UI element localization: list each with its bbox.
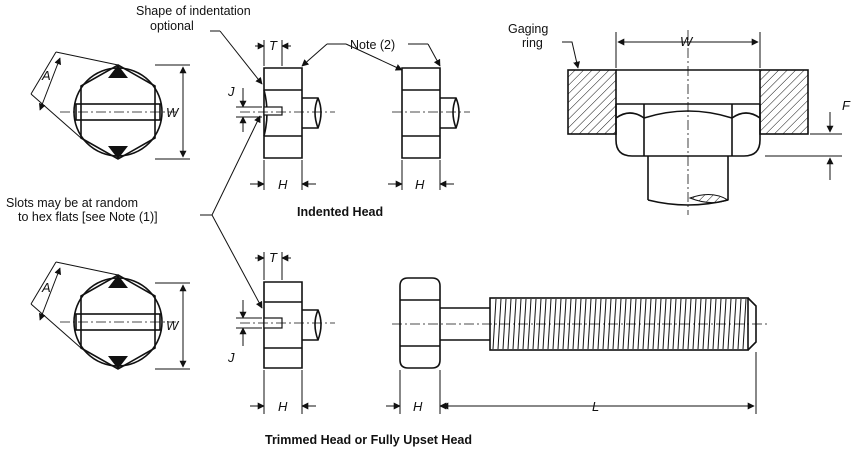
thread-line xyxy=(587,298,592,350)
thread-line xyxy=(497,298,502,350)
dim-H-bottom-2: H xyxy=(413,399,423,414)
thread-line xyxy=(657,298,662,350)
thread-line xyxy=(677,298,682,350)
side-view-indented-slot xyxy=(236,40,335,190)
dim-H-top-2: H xyxy=(415,177,425,192)
dim-F: F xyxy=(842,98,851,113)
hex-end-view-trimmed xyxy=(30,261,190,370)
dim-T-top: T xyxy=(269,38,278,53)
thread-line xyxy=(742,298,747,350)
dim-J-top: J xyxy=(227,84,235,99)
thread-line xyxy=(582,298,587,350)
side-view-indented-plain xyxy=(388,67,470,190)
label-ring: ring xyxy=(522,36,543,50)
dim-H-top-1: H xyxy=(278,177,288,192)
label-slots-2: to hex flats [see Note (1)] xyxy=(18,210,158,224)
label-shape-indentation: Shape of indentation xyxy=(136,4,251,18)
thread-line xyxy=(532,298,537,350)
dim-A-bottom: A xyxy=(41,280,51,295)
thread-line xyxy=(712,298,717,350)
dim-J-bottom: J xyxy=(227,350,235,365)
bolt-full-length xyxy=(386,277,768,414)
thread-line xyxy=(492,298,497,350)
side-view-trimmed-slot xyxy=(236,252,335,414)
label-note2: Note (2) xyxy=(350,38,395,52)
dim-A-top: A xyxy=(41,68,51,83)
thread-line xyxy=(622,298,627,350)
leaders-top xyxy=(200,30,441,309)
thread-line xyxy=(567,298,572,350)
dim-L: L xyxy=(592,399,599,414)
label-optional: optional xyxy=(150,19,194,33)
thread-lines xyxy=(492,298,747,350)
thread-line xyxy=(672,298,677,350)
dim-W-top: W xyxy=(166,105,180,120)
dim-T-bottom: T xyxy=(269,250,278,265)
label-slots-1: Slots may be at random xyxy=(6,196,138,210)
thread-line xyxy=(562,298,567,350)
gaging-ring-view xyxy=(562,30,842,215)
caption-trimmed-head: Trimmed Head or Fully Upset Head xyxy=(265,433,472,447)
thread-line xyxy=(707,298,712,350)
thread-line xyxy=(527,298,532,350)
thread-line xyxy=(652,298,657,350)
dim-W-bottom: W xyxy=(166,318,180,333)
caption-indented-head: Indented Head xyxy=(297,205,383,219)
hex-end-view-indented xyxy=(30,51,190,160)
thread-line xyxy=(617,298,622,350)
dim-W-ring: W xyxy=(680,34,694,49)
dim-H-bottom-1: H xyxy=(278,399,288,414)
label-gaging: Gaging xyxy=(508,22,548,36)
